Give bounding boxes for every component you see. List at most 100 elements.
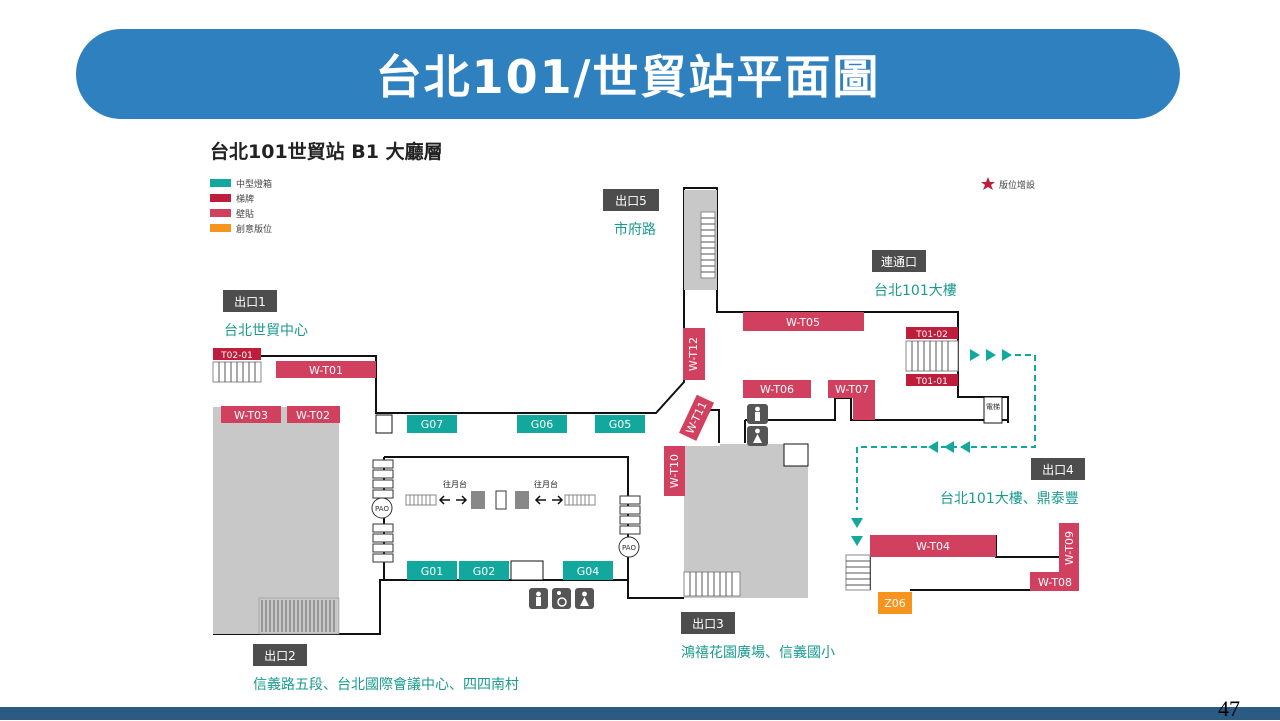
slot-G01 xyxy=(407,561,457,580)
slot-label: W-T12 xyxy=(687,337,700,371)
footer-bar xyxy=(0,707,1280,720)
exit1-stairs xyxy=(212,361,262,383)
legend-label-wall-sticker: 壁貼 xyxy=(236,208,254,220)
exit2-tag xyxy=(253,644,307,666)
exit5-tag-label: 出口5 xyxy=(615,194,647,208)
slot-label: W-T01 xyxy=(309,364,343,377)
page-title: 台北101/世貿站平面圖 xyxy=(375,50,881,104)
elevator-label: 電梯 xyxy=(986,402,1000,411)
exit1-tag-label: 出口1 xyxy=(234,295,266,309)
legend-swatch-lightbox xyxy=(210,179,231,187)
left-pao-label: PAO xyxy=(375,505,389,513)
platform-right-direction: 往月台 xyxy=(515,479,596,509)
slot-W-T03 xyxy=(221,406,281,423)
escalator-block xyxy=(471,491,485,509)
slot-label: W-T07 xyxy=(835,383,869,396)
slot-label: T02-01 xyxy=(220,351,253,361)
restroom-icons-top xyxy=(747,404,768,446)
slot-label: G02 xyxy=(473,565,496,578)
slot-Z06 xyxy=(878,592,912,614)
slot-W-T06 xyxy=(743,380,811,398)
slot-label: W-T04 xyxy=(916,540,950,553)
exit1-tag xyxy=(223,290,277,312)
slot-W-T05 xyxy=(743,312,864,331)
slot-label: G04 xyxy=(577,565,600,578)
exit5-destination: 市府路 xyxy=(614,221,656,238)
legend-swatch-wall-sticker xyxy=(210,209,231,217)
exit3-building-notch xyxy=(783,443,809,467)
legend-label-lightbox: 中型燈箱 xyxy=(236,178,272,190)
slot-label: T01-01 xyxy=(915,377,948,387)
connector-tag-label: 連通口 xyxy=(881,255,917,269)
platform-left-direction: 往月台 xyxy=(405,479,485,509)
connector-tag xyxy=(872,250,926,272)
arrow-right-icon xyxy=(986,349,996,361)
left-fare-gates xyxy=(372,459,394,563)
escalator-block xyxy=(515,491,529,509)
exit3-destination: 鴻禧花園廣場、信義國小 xyxy=(681,644,835,661)
slot-label: W-T10 xyxy=(668,454,681,488)
kiosk-box xyxy=(510,560,544,581)
legend-swatch-signboard xyxy=(210,194,231,202)
legend-swatch-creative xyxy=(210,224,231,232)
exit4-stairs xyxy=(845,554,871,591)
slot-W-T07 xyxy=(828,380,875,398)
slot-label: W-T08 xyxy=(1038,576,1072,589)
arrow-right-icon xyxy=(1002,349,1012,361)
route-arrows xyxy=(851,349,1012,546)
arrow-left-icon xyxy=(944,441,954,453)
right-pao: PAO xyxy=(618,536,640,558)
exit4-destination: 台北101大樓、鼎泰豐 xyxy=(940,491,1079,507)
legend-label-signboard: 梯牌 xyxy=(236,193,254,205)
slot-T01-01 xyxy=(906,374,958,386)
slot-W-T12 xyxy=(683,328,705,380)
exit3-tag-label: 出口3 xyxy=(692,617,724,631)
arrow-left-icon xyxy=(928,441,938,453)
legend-added-slot: 版位增設 xyxy=(981,177,1035,191)
slot-W-T04 xyxy=(870,535,996,557)
exit3-stairs xyxy=(683,571,741,597)
exit5-tag xyxy=(603,189,659,211)
left-building-block xyxy=(213,407,339,634)
exit4-tag-label: 出口4 xyxy=(1042,463,1074,477)
slot-T01-02 xyxy=(906,327,958,339)
floor-title: 台北101世貿站 B1 大廳層 xyxy=(210,140,443,163)
slot-G05 xyxy=(595,415,645,433)
star-icon xyxy=(981,177,995,190)
right-fare-gates xyxy=(619,495,641,535)
slot-W-T07-extension xyxy=(853,397,875,420)
slot-label: T01-02 xyxy=(915,330,948,340)
left-pao: PAO xyxy=(371,497,393,519)
route-to-exit4 xyxy=(856,354,1036,510)
exit1-destination: 台北世貿中心 xyxy=(224,323,308,339)
slot-label: W-T02 xyxy=(296,409,330,422)
kiosk-box xyxy=(375,414,393,434)
exit2-stair-lines xyxy=(261,600,335,632)
exit5-stairs xyxy=(700,211,716,279)
slot-W-T01 xyxy=(276,361,376,378)
arrow-left-icon xyxy=(438,495,450,505)
slot-label: W-T03 xyxy=(234,409,268,422)
platform-right-label: 往月台 xyxy=(534,479,558,489)
slot-label: Z06 xyxy=(884,597,906,610)
legend: 中型燈箱 梯牌 壁貼 創意版位 xyxy=(210,178,272,235)
connector-stairs xyxy=(905,340,959,372)
exit2-destination: 信義路五段、台北國際會議中心、四四南村 xyxy=(253,676,519,693)
exit2-tag-label: 出口2 xyxy=(264,649,296,663)
slot-W-T02 xyxy=(287,406,340,423)
slot-W-T10 xyxy=(664,446,685,496)
slot-T02-01 xyxy=(213,348,261,360)
slot-W-T08 xyxy=(1030,572,1079,591)
arrow-right-icon xyxy=(552,495,564,505)
slot-G04 xyxy=(563,561,613,580)
exit3-tag xyxy=(681,612,735,634)
slot-label: W-T09 xyxy=(1063,531,1076,565)
arrow-right-icon xyxy=(970,349,980,361)
slot-label: G01 xyxy=(421,565,444,578)
slot-label: G06 xyxy=(531,418,554,431)
slot-label: W-T05 xyxy=(786,316,820,329)
connector-destination: 台北101大樓 xyxy=(874,283,957,299)
exit3-building-block xyxy=(684,444,808,598)
slot-W-T11: W-T11 xyxy=(679,394,715,441)
